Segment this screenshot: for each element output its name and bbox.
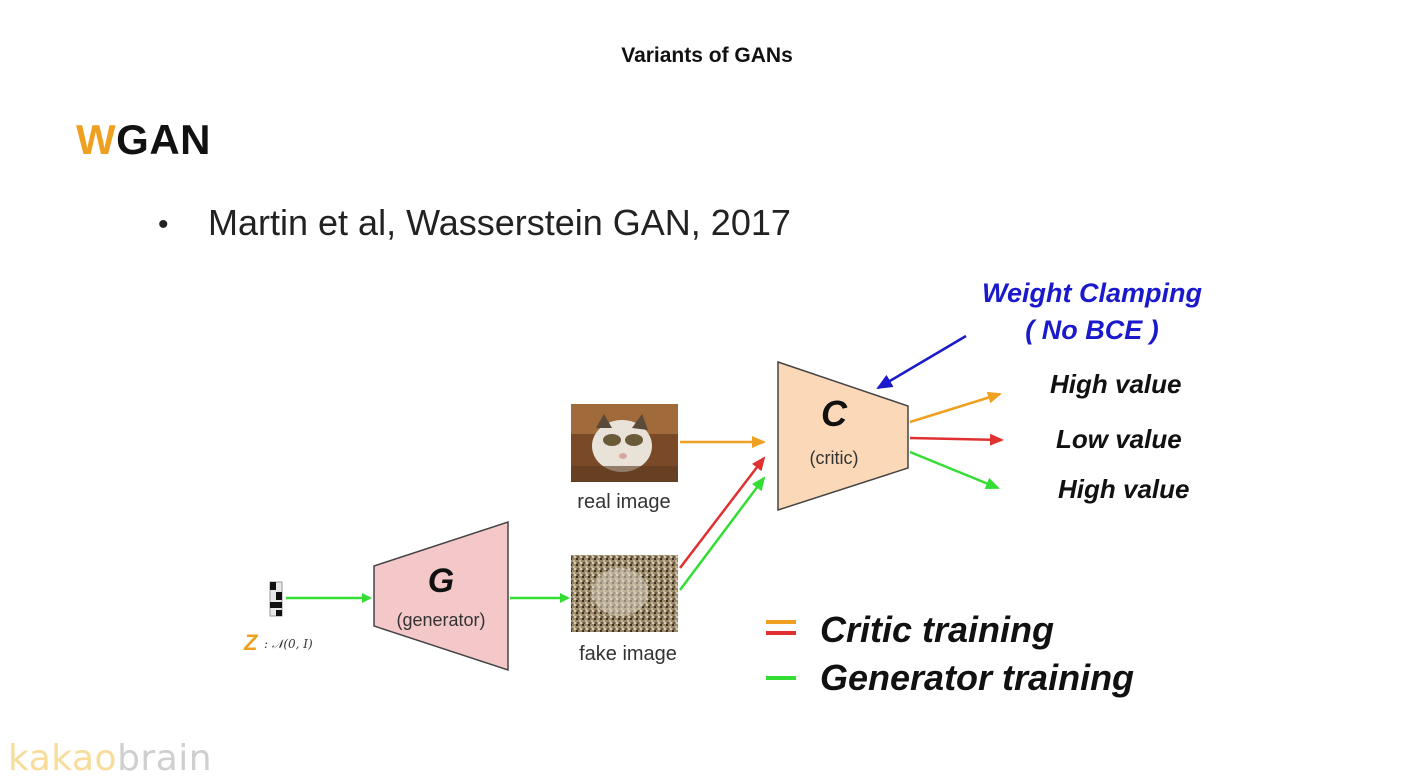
legend: Critic training Generator training: [766, 609, 1134, 698]
weight-clamping-line1: Weight Clamping: [982, 278, 1203, 308]
output-arrow-fake-generator: [909, 450, 1000, 490]
arrow-fake-to-critic-generator-training: [679, 476, 766, 591]
latent-vector: [269, 581, 283, 617]
critic-letter: C: [821, 393, 848, 434]
bullet-dot: •: [158, 208, 169, 241]
legend-critic-training: Critic training: [820, 609, 1054, 650]
generator-label: (generator): [396, 610, 485, 630]
heading-accent: W: [76, 116, 117, 163]
output-label-3: High value: [1058, 474, 1189, 504]
arrow-fake-to-critic-critic-training: [679, 456, 766, 569]
legend-generator-training: Generator training: [820, 657, 1134, 698]
critic-block: [777, 360, 909, 512]
output-label-1: High value: [1050, 369, 1181, 399]
real-image: [571, 404, 678, 482]
output-arrow-real: [909, 391, 1002, 424]
critic-label: (critic): [810, 448, 859, 468]
slide-heading: WGAN: [76, 116, 211, 164]
output-arrow-fake-critic: [909, 433, 1004, 446]
real-image-label: real image: [577, 491, 670, 513]
generator-letter: G: [428, 562, 454, 600]
generator-block: [373, 520, 509, 672]
kakaobrain-logo: kakaobrain: [8, 738, 212, 779]
weight-clamping-line2: ( No BCE ): [1025, 315, 1158, 345]
heading-rest: GAN: [116, 116, 211, 163]
header-title: Variants of GANs: [621, 44, 793, 67]
output-label-2: Low value: [1056, 424, 1182, 454]
logo-brain: brain: [117, 738, 213, 779]
fake-image-label: fake image: [579, 643, 677, 665]
z-distribution: : 𝒩(0, I): [264, 637, 313, 651]
bullet-text: Martin et al, Wasserstein GAN, 2017: [208, 202, 791, 243]
z-letter: Z: [243, 630, 259, 655]
logo-kakao: kakao: [8, 738, 118, 779]
weight-clamping-arrow: [876, 334, 967, 390]
fake-image: [571, 555, 678, 632]
